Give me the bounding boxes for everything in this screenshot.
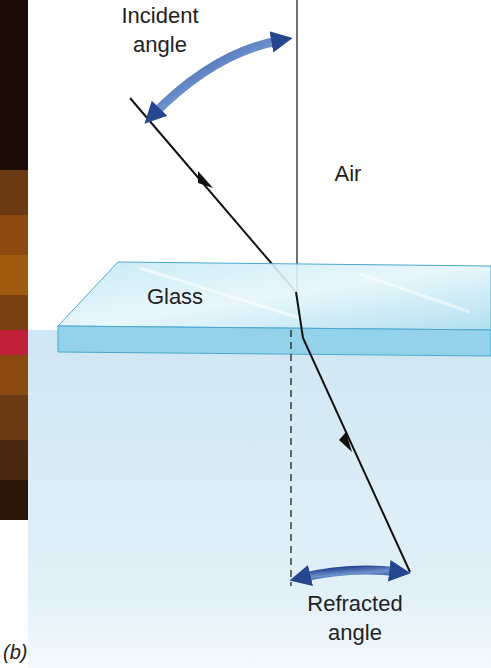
strip-band bbox=[0, 395, 28, 440]
lower-ground bbox=[28, 330, 491, 668]
ray-arrowhead bbox=[339, 432, 352, 452]
angle-arrow bbox=[300, 570, 400, 578]
medium-label: Glass bbox=[130, 283, 220, 312]
strip-band bbox=[0, 440, 28, 480]
strip-band bbox=[0, 480, 28, 520]
strip-band bbox=[0, 355, 28, 395]
angle-label: Refracted angle bbox=[280, 590, 430, 647]
glass-glint bbox=[360, 274, 470, 312]
medium-label: Air bbox=[318, 160, 378, 189]
strip-band bbox=[0, 170, 28, 215]
glass-front-face bbox=[58, 326, 491, 356]
strip-band bbox=[0, 255, 28, 295]
ray-arrowhead bbox=[198, 171, 213, 188]
strip-band bbox=[0, 0, 28, 170]
normal-line bbox=[296, 0, 297, 292]
refracted-ray bbox=[296, 292, 410, 572]
glass-top-face bbox=[58, 262, 491, 330]
panel-letter: (b) bbox=[3, 639, 43, 665]
strip-band bbox=[0, 295, 28, 330]
strip-band bbox=[0, 215, 28, 255]
side-strip bbox=[0, 0, 28, 520]
angle-label: Incident angle bbox=[92, 2, 228, 59]
strip-band bbox=[0, 330, 28, 355]
normal-dashed bbox=[290, 330, 291, 586]
